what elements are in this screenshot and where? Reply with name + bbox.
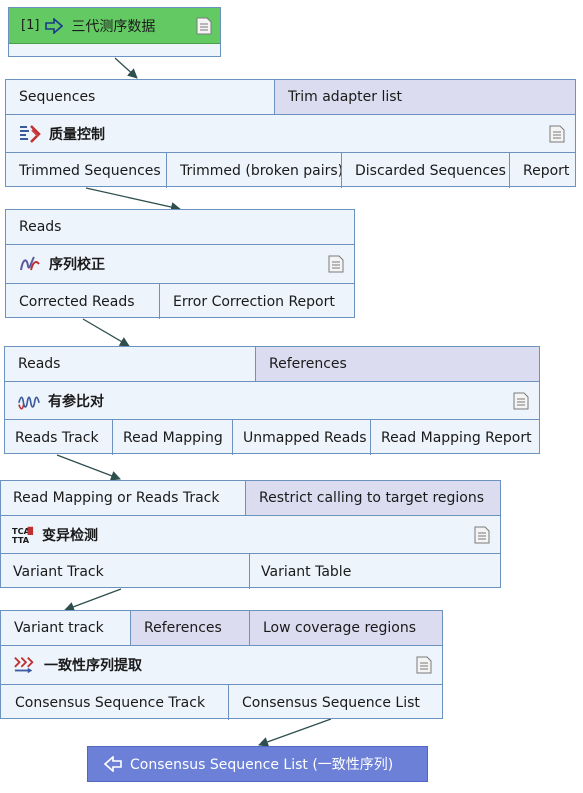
correction-title: 序列校正 — [49, 257, 105, 273]
variant-title-row: TCA TTA 变异检测 — [1, 516, 500, 554]
variant-node[interactable]: Read Mapping or Reads Track Restrict cal… — [0, 480, 501, 589]
workflow-input-node[interactable]: [1] 三代测序数据 — [8, 7, 221, 57]
qc-output-port[interactable]: Trimmed Sequences — [6, 153, 167, 188]
arrow-consensus-to-output — [258, 718, 332, 747]
variant-output-port[interactable]: Variant Table — [261, 563, 352, 580]
document-icon[interactable] — [549, 125, 565, 143]
correction-inputs-row: Reads — [6, 210, 354, 245]
svg-text:TTA: TTA — [12, 535, 30, 545]
input-index: [1] — [21, 18, 40, 33]
consensus-title: 一致性序列提取 — [44, 658, 142, 674]
variant-output-port[interactable]: Variant Track — [1, 554, 250, 589]
consensus-output-port[interactable]: Consensus Sequence List — [242, 694, 420, 711]
document-icon[interactable] — [328, 255, 344, 273]
svg-text:TCA: TCA — [12, 526, 31, 536]
qc-outputs-row: Trimmed Sequences Trimmed (broken pairs)… — [6, 153, 575, 188]
qc-output-port[interactable]: Report — [523, 162, 570, 179]
consensus-inputs-row: Variant track References Low coverage re… — [1, 611, 442, 646]
mapping-node[interactable]: Reads References 有参比对 Reads Track Read M… — [4, 346, 540, 455]
consensus-title-row: 一致性序列提取 — [1, 646, 442, 685]
variant-inputs-row: Read Mapping or Reads Track Restrict cal… — [1, 481, 500, 516]
qc-input-port[interactable]: Sequences — [6, 80, 275, 114]
correction-title-row: 序列校正 — [6, 245, 354, 284]
mapping-output-port[interactable]: Reads Track — [5, 420, 113, 455]
consensus-input-port[interactable]: Variant track — [1, 611, 131, 645]
correction-output-port[interactable]: Error Correction Report — [173, 293, 335, 310]
correction-output-port[interactable]: Corrected Reads — [6, 284, 160, 319]
document-icon[interactable] — [513, 392, 529, 410]
correction-input-port[interactable]: Reads — [19, 219, 62, 235]
qc-title: 质量控制 — [49, 126, 105, 143]
arrow-qc-to-correction — [85, 187, 181, 212]
arrow-input-to-qc — [114, 57, 138, 79]
mapping-outputs-row: Reads Track Read Mapping Unmapped Reads … — [5, 420, 539, 455]
variant-detection-icon: TCA TTA — [12, 526, 34, 545]
mapping-title: 有参比对 — [48, 393, 104, 410]
mapping-input-port[interactable]: Reads — [5, 347, 256, 381]
workflow-output-node[interactable]: Consensus Sequence List (一致性序列) — [87, 746, 428, 782]
qc-output-port[interactable]: Trimmed (broken pairs) — [167, 153, 342, 188]
qc-input-port-optional[interactable]: Trim adapter list — [275, 80, 575, 114]
workflow-input-header: [1] 三代测序数据 — [9, 8, 220, 44]
mapping-output-port[interactable]: Read Mapping — [113, 420, 233, 455]
arrow-correction-to-mapping — [82, 318, 130, 347]
consensus-node[interactable]: Variant track References Low coverage re… — [0, 610, 443, 720]
mapping-inputs-row: Reads References — [5, 347, 539, 382]
consensus-output-port[interactable]: Consensus Sequence Track — [1, 685, 229, 720]
mapping-input-port-optional[interactable]: References — [256, 347, 539, 381]
correction-node[interactable]: Reads 序列校正 Corrected Reads Error Correct… — [5, 209, 355, 319]
quality-control-icon — [20, 124, 41, 143]
qc-output-port[interactable]: Discarded Sequences — [342, 153, 510, 188]
qc-inputs-row: Sequences Trim adapter list — [6, 80, 575, 115]
consensus-outputs-row: Consensus Sequence Track Consensus Seque… — [1, 685, 442, 720]
correction-outputs-row: Corrected Reads Error Correction Report — [6, 284, 354, 319]
variant-title: 变异检测 — [42, 527, 98, 544]
arrow-variant-to-consensus — [64, 588, 122, 612]
variant-input-port-optional[interactable]: Restrict calling to target regions — [246, 481, 500, 515]
consensus-input-port-optional[interactable]: References — [131, 611, 250, 645]
input-label: 三代测序数据 — [71, 18, 156, 35]
output-label: Consensus Sequence List (一致性序列) — [130, 757, 394, 773]
sequence-correction-icon — [20, 256, 40, 271]
consensus-extraction-icon — [14, 657, 34, 674]
arrow-right-outline-icon — [45, 17, 64, 34]
arrow-left-outline-icon — [104, 756, 122, 772]
document-icon[interactable] — [416, 656, 432, 674]
read-mapping-icon — [18, 396, 40, 410]
mapping-title-row: 有参比对 — [5, 382, 539, 420]
qc-node[interactable]: Sequences Trim adapter list 质量控制 Trimmed… — [5, 79, 576, 188]
document-icon[interactable] — [474, 526, 490, 544]
document-icon[interactable] — [196, 17, 212, 35]
mapping-output-port[interactable]: Read Mapping Report — [381, 429, 532, 446]
consensus-input-port-optional[interactable]: Low coverage regions — [250, 611, 442, 645]
variant-input-port[interactable]: Read Mapping or Reads Track — [1, 481, 246, 515]
qc-title-row: 质量控制 — [6, 115, 575, 153]
variant-outputs-row: Variant Track Variant Table — [1, 554, 500, 589]
mapping-output-port[interactable]: Unmapped Reads — [233, 420, 371, 455]
arrow-mapping-to-variant — [56, 454, 121, 481]
